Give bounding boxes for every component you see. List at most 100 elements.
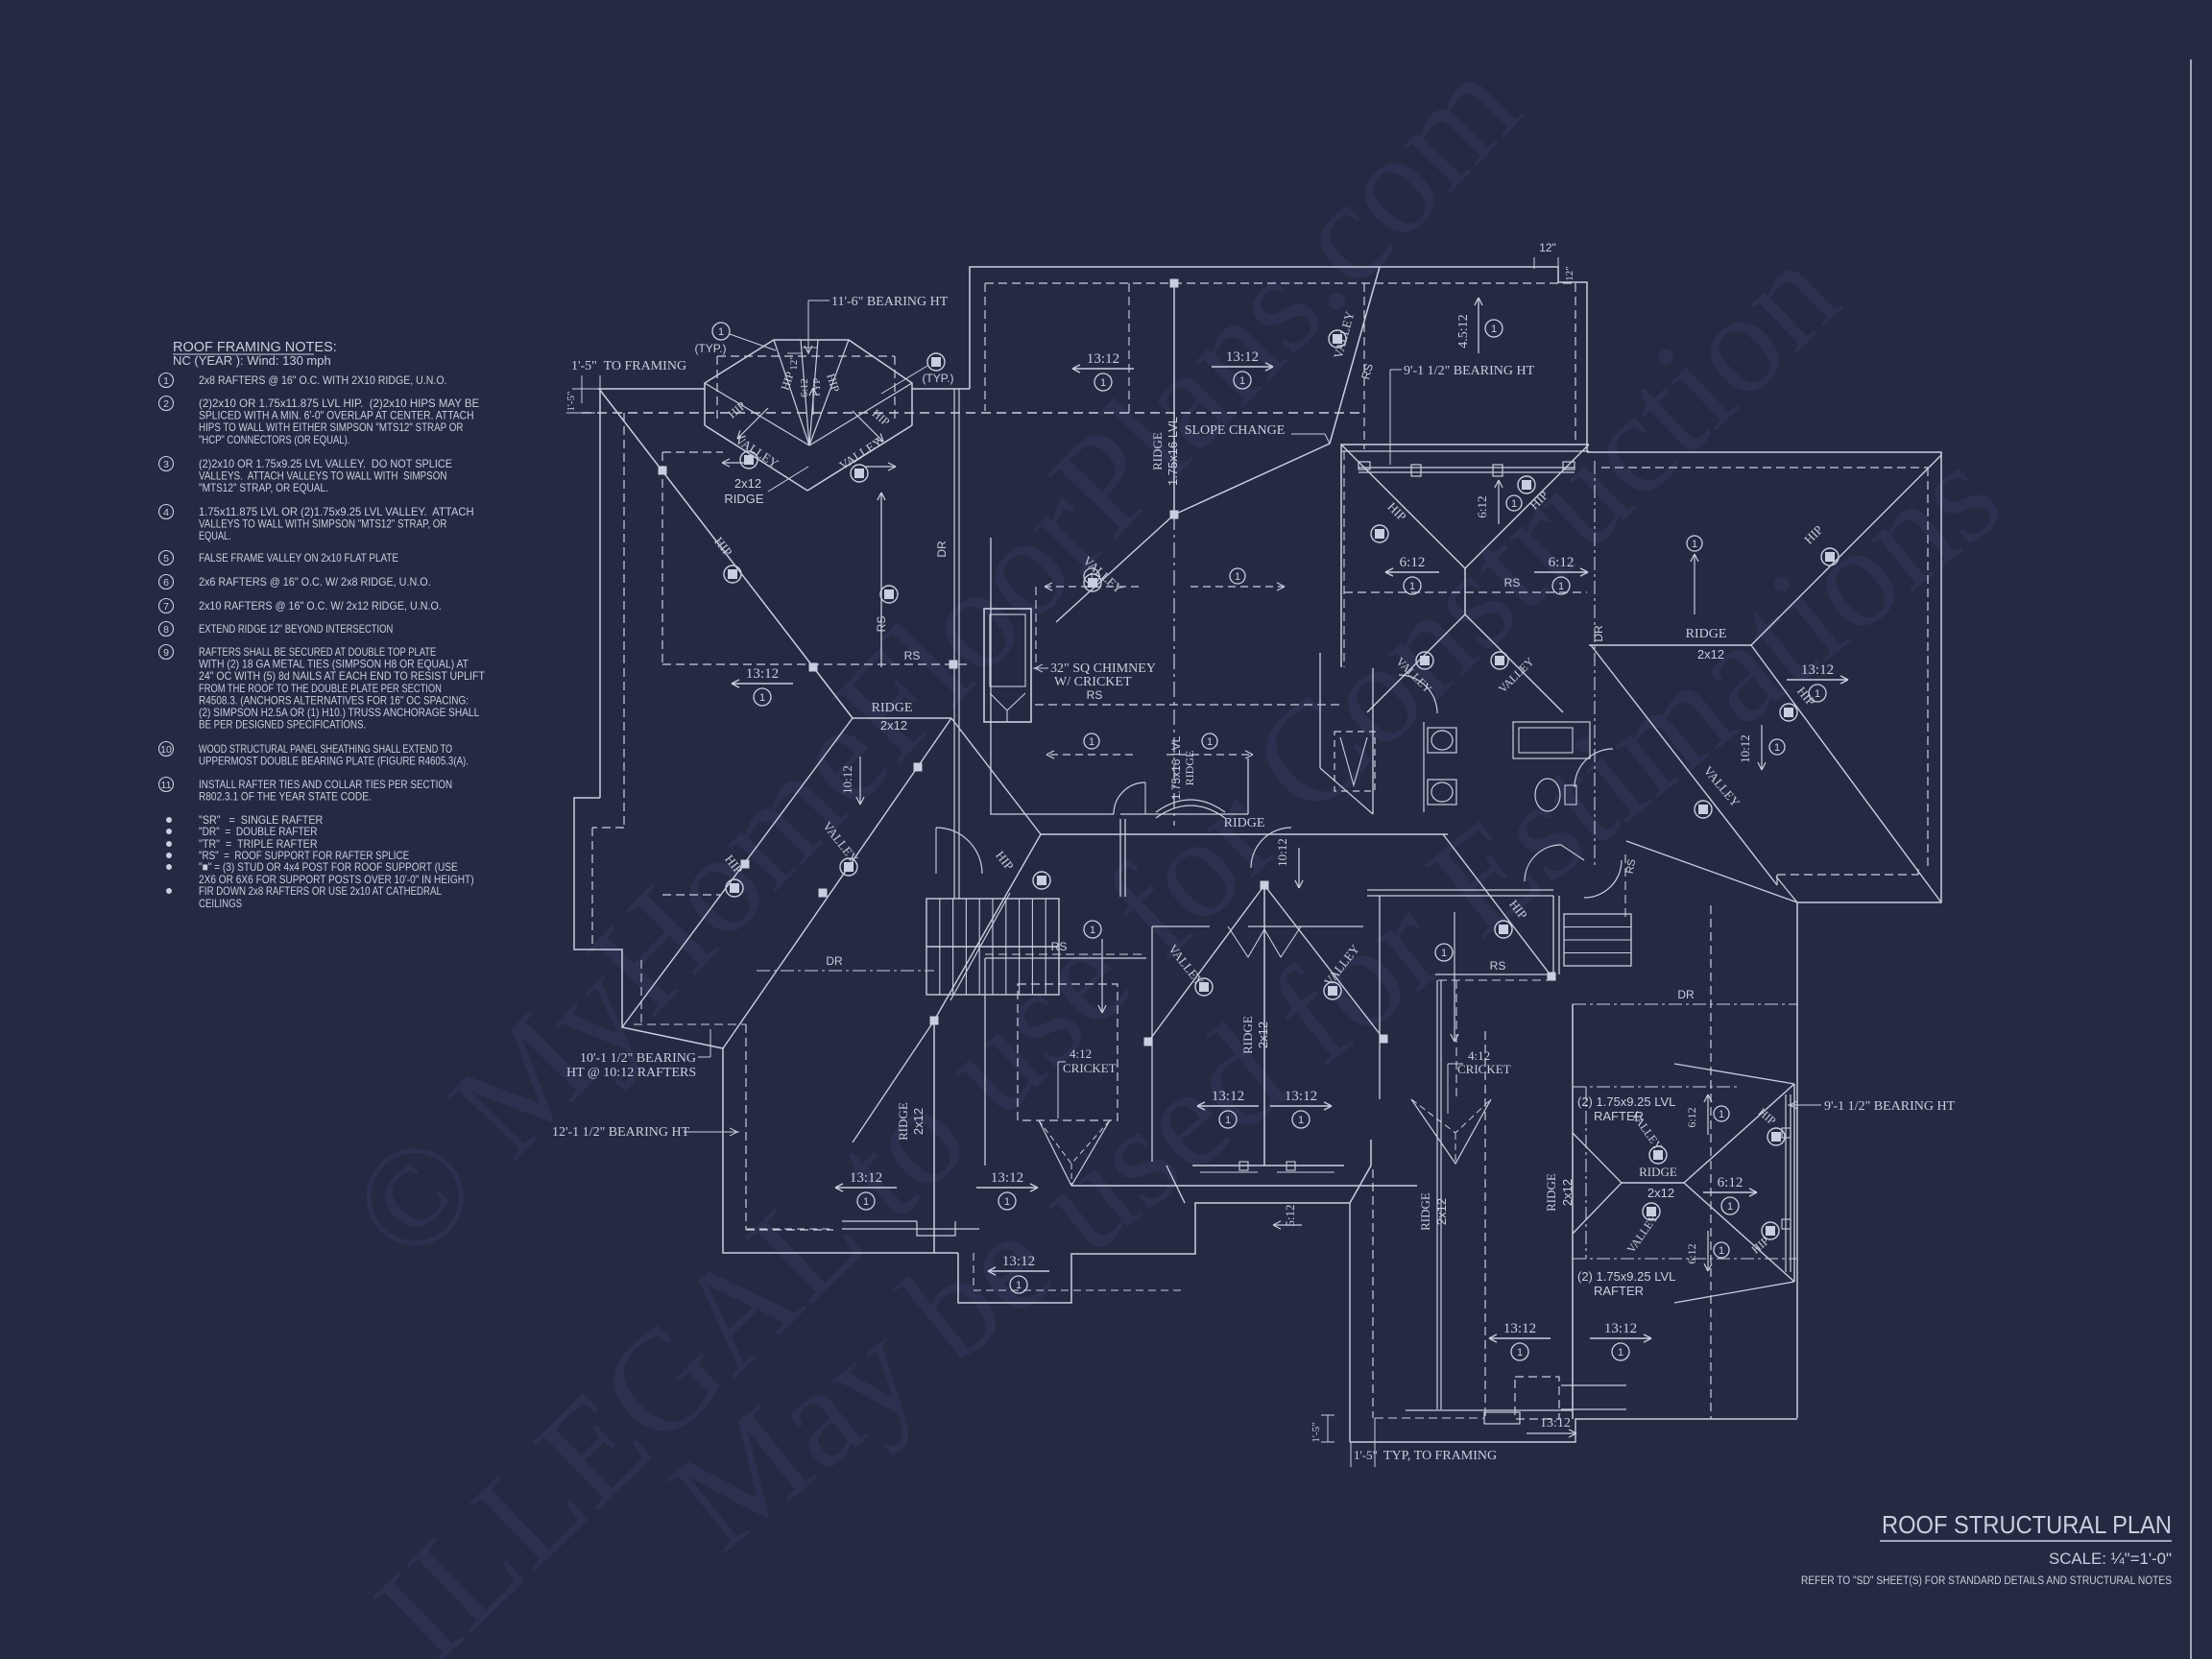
svg-text:1'-5": 1'-5"	[1354, 1448, 1378, 1462]
svg-text:1.75x16 LVL: 1.75x16 LVL	[1169, 735, 1183, 800]
svg-text:1: 1	[1089, 736, 1094, 748]
svg-text:12": 12"	[1564, 266, 1575, 281]
svg-text:2x12: 2x12	[1647, 1186, 1674, 1200]
svg-text:"SR" = SINGLE RAFTER: "SR" = SINGLE RAFTER	[199, 813, 324, 827]
svg-text:6: 6	[163, 577, 169, 589]
svg-text:"HCP" CONNECTORS (OR EQUAL).: "HCP" CONNECTORS (OR EQUAL).	[199, 433, 349, 446]
svg-text:CEILINGS: CEILINGS	[199, 897, 242, 910]
svg-text:ROOF STRUCTURAL PLAN: ROOF STRUCTURAL PLAN	[1882, 1510, 2172, 1539]
svg-text:1: 1	[1727, 1201, 1733, 1213]
svg-text:RIDGE: RIDGE	[1544, 1173, 1558, 1212]
svg-text:(2) 1.75x9.25 LVL: (2) 1.75x9.25 LVL	[1577, 1094, 1675, 1109]
svg-text:RS: RS	[1490, 959, 1506, 973]
svg-text:4:12: 4:12	[1070, 1046, 1092, 1061]
svg-text:(2) 1.75x9.25 LVL: (2) 1.75x9.25 LVL	[1577, 1269, 1675, 1284]
svg-text:6:12: 6:12	[1549, 555, 1575, 570]
svg-text:RIDGE: RIDGE	[1418, 1192, 1432, 1231]
svg-text:1: 1	[1491, 324, 1497, 335]
svg-text:NC (YEAR ): Wind: 130 mph: NC (YEAR ): Wind: 130 mph	[173, 353, 331, 368]
svg-text:12": 12"	[788, 355, 800, 371]
svg-text:(TYP.): (TYP.)	[694, 342, 726, 355]
svg-text:1: 1	[1298, 1115, 1304, 1126]
svg-text:1: 1	[1235, 571, 1240, 583]
svg-text:24" OC WITH (5) 8d NAILS AT EA: 24" OC WITH (5) 8d NAILS AT EACH END TO …	[199, 669, 485, 683]
svg-text:RIDGE: RIDGE	[872, 701, 913, 715]
svg-text:13:12: 13:12	[746, 666, 779, 682]
svg-text:HIP: HIP	[779, 370, 797, 392]
svg-text:1: 1	[1774, 742, 1780, 754]
svg-text:2x12: 2x12	[1256, 1022, 1270, 1048]
svg-text:RS: RS	[1358, 362, 1376, 381]
svg-text:13:12: 13:12	[1540, 1416, 1571, 1431]
svg-text:RS: RS	[1624, 858, 1638, 875]
svg-text:13:12: 13:12	[1226, 349, 1259, 365]
svg-text:TYP: TYP	[811, 378, 823, 398]
svg-text:HT @ 10:12 RAFTERS: HT @ 10:12 RAFTERS	[566, 1066, 696, 1080]
svg-text:1'-5": 1'-5"	[565, 391, 577, 411]
svg-text:"RS" = ROOF SUPPORT FOR RAFT: "RS" = ROOF SUPPORT FOR RAFTER SPLICE	[199, 849, 409, 862]
svg-text:13:12: 13:12	[1604, 1321, 1637, 1336]
svg-text:2x6 RAFTERS @ 16" O.C. W/ 2x8: 2x6 RAFTERS @ 16" O.C. W/ 2x8 RIDGE, U.N…	[199, 575, 431, 589]
svg-text:3: 3	[163, 459, 169, 470]
svg-text:7: 7	[163, 601, 169, 613]
svg-text:2: 2	[163, 398, 169, 410]
svg-text:INSTALL RAFTER TIES AND COLLAR: INSTALL RAFTER TIES AND COLLAR TIES PER …	[199, 778, 452, 791]
svg-text:1: 1	[863, 1196, 869, 1208]
svg-text:6:12: 6:12	[1685, 1243, 1698, 1263]
svg-text:RAFTERS SHALL BE SECURED AT DO: RAFTERS SHALL BE SECURED AT DOUBLE TOP P…	[199, 645, 436, 659]
svg-text:6:12: 6:12	[799, 378, 810, 397]
svg-text:CRICKET: CRICKET	[1457, 1062, 1511, 1076]
svg-text:2x12: 2x12	[880, 718, 907, 733]
svg-text:RS: RS	[1504, 576, 1521, 589]
svg-text:1: 1	[1719, 1109, 1724, 1120]
svg-text:13:12: 13:12	[1002, 1254, 1035, 1269]
svg-text:2x12: 2x12	[911, 1108, 926, 1135]
svg-text:6:12: 6:12	[1475, 495, 1489, 517]
svg-text:4.5:12: 4.5:12	[1456, 314, 1471, 348]
svg-text:RIDGE: RIDGE	[1686, 627, 1727, 641]
svg-text:RIDGE: RIDGE	[1240, 1016, 1255, 1054]
svg-text:HIPS TO WALL WITH EITHER SIMPS: HIPS TO WALL WITH EITHER SIMPSON "MTS12"…	[199, 421, 464, 434]
svg-text:1: 1	[1441, 948, 1447, 959]
svg-text:9: 9	[163, 647, 169, 659]
svg-text:WOOD STRUCTURAL PANEL SHEATHIN: WOOD STRUCTURAL PANEL SHEATHING SHALL EX…	[199, 742, 452, 756]
svg-text:ROOF FRAMING NOTES:: ROOF FRAMING NOTES:	[173, 340, 337, 355]
svg-text:1: 1	[1517, 1347, 1523, 1358]
svg-text:13:12: 13:12	[1503, 1321, 1536, 1336]
svg-text:1'-5": 1'-5"	[1310, 1422, 1322, 1442]
svg-text:1: 1	[1511, 498, 1517, 510]
svg-text:1: 1	[1089, 571, 1094, 583]
svg-text:RAFTER: RAFTER	[1594, 1284, 1644, 1298]
svg-text:EQUAL.: EQUAL.	[199, 529, 231, 542]
svg-text:2x12: 2x12	[734, 476, 761, 491]
svg-text:11: 11	[161, 780, 172, 791]
svg-text:2x12: 2x12	[1560, 1179, 1575, 1206]
svg-text:2x12: 2x12	[1434, 1198, 1449, 1225]
svg-text:13:12: 13:12	[1285, 1089, 1317, 1104]
svg-text:12": 12"	[1539, 241, 1556, 254]
svg-text:5:12: 5:12	[1283, 1204, 1297, 1226]
svg-text:FALSE FRAME VALLEY ON 2x10 FLA: FALSE FRAME VALLEY ON 2x10 FLAT PLATE	[199, 551, 398, 565]
svg-text:DR: DR	[935, 541, 949, 558]
svg-text:10:12: 10:12	[1275, 838, 1289, 867]
svg-text:R4508.3. (ANCHORS ALTERNATIVES: R4508.3. (ANCHORS ALTERNATIVES FOR 16" O…	[199, 693, 469, 707]
svg-text:1: 1	[1100, 377, 1106, 389]
svg-text:RIDGE: RIDGE	[724, 492, 764, 506]
svg-text:12'-1 1/2" BEARING HT: 12'-1 1/2" BEARING HT	[552, 1125, 690, 1140]
svg-text:SPLICED WITH A MIN. 6'-0" OVER: SPLICED WITH A MIN. 6'-0" OVERLAP AT CEN…	[199, 409, 474, 422]
svg-text:4: 4	[163, 507, 169, 518]
svg-text:FROM THE ROOF TO THE DOUBLE PL: FROM THE ROOF TO THE DOUBLE PLATE PER SE…	[199, 682, 442, 695]
svg-text:FIR DOWN 2x8 RAFTERS OR USE 2x: FIR DOWN 2x8 RAFTERS OR USE 2x10 AT CATH…	[199, 884, 442, 898]
svg-text:RS: RS	[904, 649, 921, 662]
svg-text:1: 1	[1239, 375, 1245, 387]
svg-text:8: 8	[163, 624, 169, 636]
svg-text:RS: RS	[1087, 688, 1103, 702]
svg-text:DR: DR	[826, 954, 843, 968]
svg-text:VALLEYS. ATTACH VALLEYS TO WA: VALLEYS. ATTACH VALLEYS TO WALL WITH SIM…	[199, 469, 447, 483]
svg-text:1: 1	[163, 375, 169, 387]
svg-text:RS: RS	[1051, 940, 1068, 953]
svg-text:SCALE: ¼"=1'-0": SCALE: ¼"=1'-0"	[2049, 1550, 2172, 1568]
svg-text:1: 1	[1692, 539, 1697, 550]
svg-text:VALLEYS TO WALL WITH SIMPSON ": VALLEYS TO WALL WITH SIMPSON "MTS12" STR…	[199, 517, 447, 531]
svg-text:1'-5" TO FRAMING: 1'-5" TO FRAMING	[571, 359, 686, 373]
